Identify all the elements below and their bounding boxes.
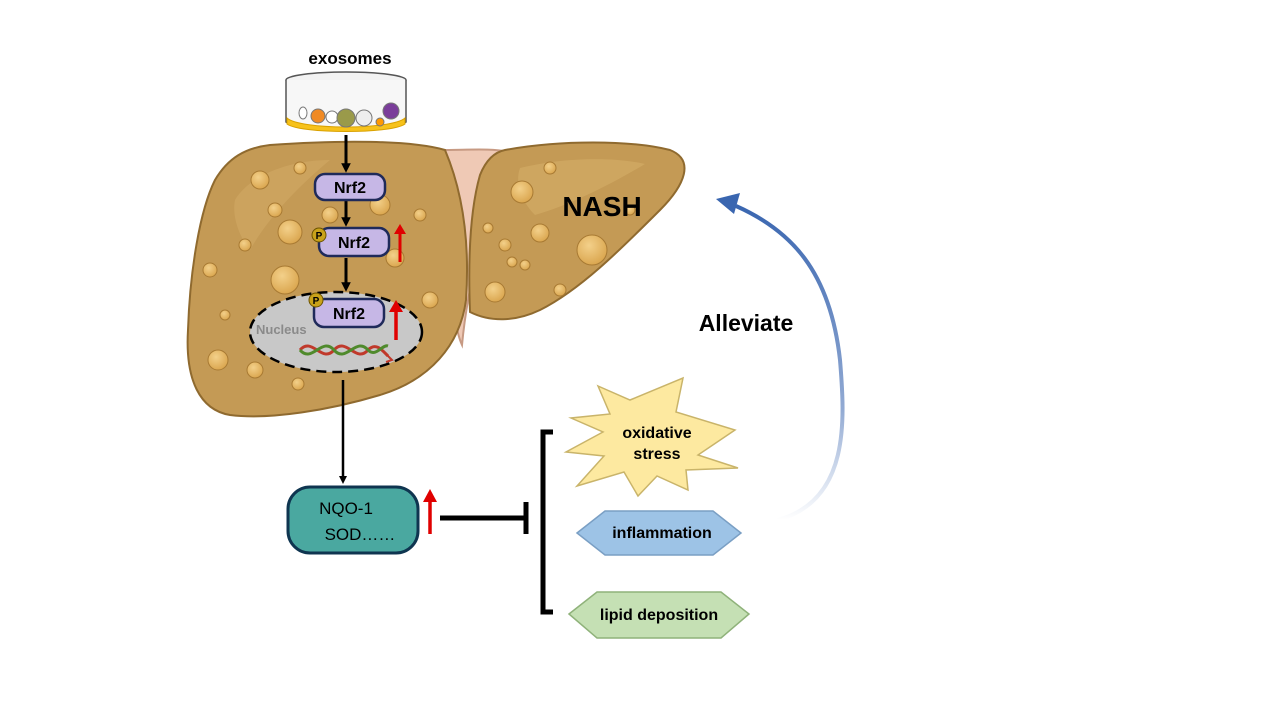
antioxidant-enzymes-box: NQO-1 SOD…… — [286, 485, 420, 555]
alleviate-label: Alleviate — [699, 310, 794, 336]
up-arrow-icon — [389, 300, 403, 340]
svg-text:Nrf2: Nrf2 — [334, 180, 366, 197]
inhibition-bar — [440, 502, 529, 534]
nrf2-phosphorylated: Nrf2 P — [311, 226, 391, 258]
sod-label: SOD…… — [325, 525, 396, 544]
oxidative-stress-star: oxidative stress — [563, 376, 739, 498]
inflammation-box: inflammation — [575, 510, 743, 556]
up-arrow-icon — [394, 224, 406, 262]
phospho-badge-label: P — [313, 296, 320, 307]
up-arrow-icon — [423, 489, 437, 534]
phospho-badge-label: P — [316, 231, 323, 242]
lipid-deposition-box: lipid deposition — [567, 591, 751, 639]
svg-text:Nrf2: Nrf2 — [333, 306, 365, 323]
alleviate-arrow — [716, 193, 845, 522]
phospho-badge — [308, 292, 324, 308]
exosomes-label: exosomes — [308, 49, 391, 68]
stress-label: stress — [633, 446, 680, 463]
svg-text:lipid deposition: lipid deposition — [600, 607, 718, 624]
dna-helix — [298, 344, 394, 363]
nqo1-label: NQO-1 — [319, 499, 373, 518]
exosome-vesicles — [298, 102, 400, 128]
oxidative-label: oxidative — [622, 425, 691, 442]
nucleus-label: Nucleus — [256, 322, 307, 337]
liver — [186, 140, 686, 418]
petri-dish: exosomes — [285, 49, 407, 132]
bracket — [540, 429, 553, 615]
svg-text:Nrf2: Nrf2 — [338, 235, 370, 252]
nrf2-cytoplasmic: Nrf2 — [313, 172, 387, 202]
nrf2-nuclear: Nrf2 P — [308, 292, 386, 329]
phospho-badge — [311, 227, 327, 243]
nash-label: NASH — [562, 191, 641, 222]
fat-droplets — [202, 161, 636, 391]
svg-text:inflammation: inflammation — [612, 525, 712, 542]
